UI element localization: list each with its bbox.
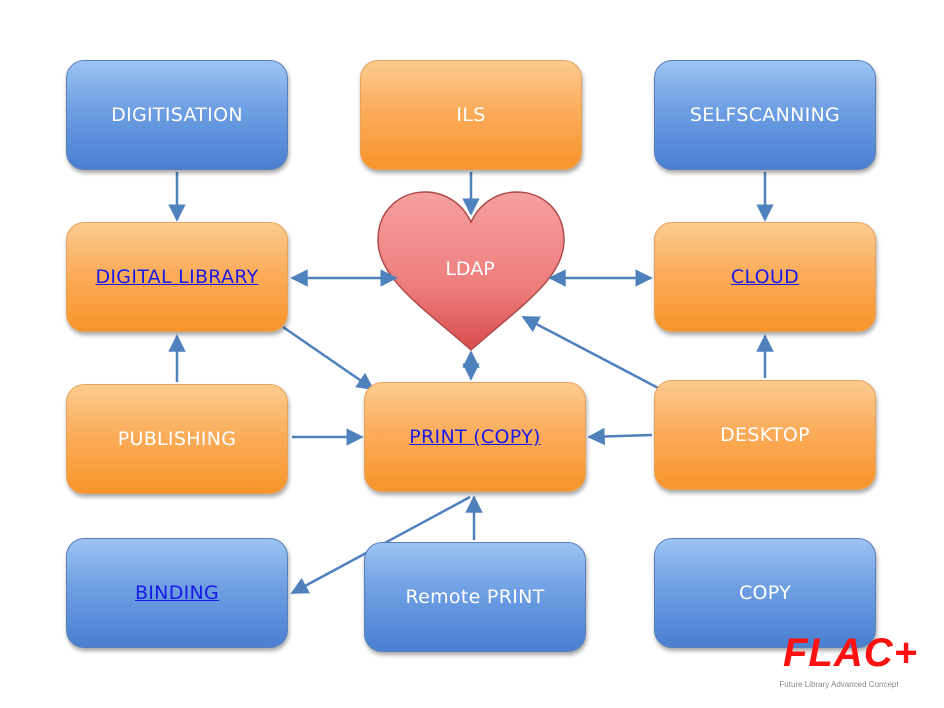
node-cloud: CLOUD bbox=[654, 222, 876, 332]
node-desktop-label: DESKTOP bbox=[720, 424, 810, 446]
arrow-desktop-to-ldap bbox=[521, 315, 663, 392]
node-publishing-label: PUBLISHING bbox=[117, 428, 237, 450]
node-desktop: DESKTOP bbox=[654, 380, 876, 490]
digital-library-link[interactable]: DIGITAL LIBRARY bbox=[95, 266, 259, 288]
node-copy-label: COPY bbox=[738, 582, 792, 604]
node-remote-print: Remote PRINT bbox=[364, 542, 586, 652]
node-digital-library: DIGITAL LIBRARY bbox=[66, 222, 288, 332]
node-copy: COPY bbox=[654, 538, 876, 648]
node-digitisation-label: DIGITISATION bbox=[111, 104, 243, 126]
arrow-desktop-to-print bbox=[587, 427, 653, 446]
arrow-digital-library-to-print bbox=[282, 325, 375, 391]
node-digitisation: DIGITISATION bbox=[66, 60, 288, 170]
node-binding: BINDING bbox=[66, 538, 288, 648]
binding-link[interactable]: BINDING bbox=[134, 582, 220, 604]
flac-tagline: Future Library Advanced Concept bbox=[779, 680, 899, 689]
cloud-link[interactable]: CLOUD bbox=[730, 266, 800, 288]
ldap-label: LDAP bbox=[445, 258, 495, 280]
print-copy-link[interactable]: PRINT (COPY) bbox=[409, 426, 541, 448]
ldap-heart bbox=[377, 191, 565, 352]
node-print-copy: PRINT (COPY) bbox=[364, 382, 586, 492]
node-remote-print-label: Remote PRINT bbox=[405, 586, 545, 608]
flac-logo: FLAC+ bbox=[783, 631, 918, 675]
node-selfscanning: SELFSCANNING bbox=[654, 60, 876, 170]
node-selfscanning-label: SELFSCANNING bbox=[689, 104, 841, 126]
node-publishing: PUBLISHING bbox=[66, 384, 288, 494]
node-ils-label: ILS bbox=[456, 104, 486, 126]
node-ils: ILS bbox=[360, 60, 582, 170]
